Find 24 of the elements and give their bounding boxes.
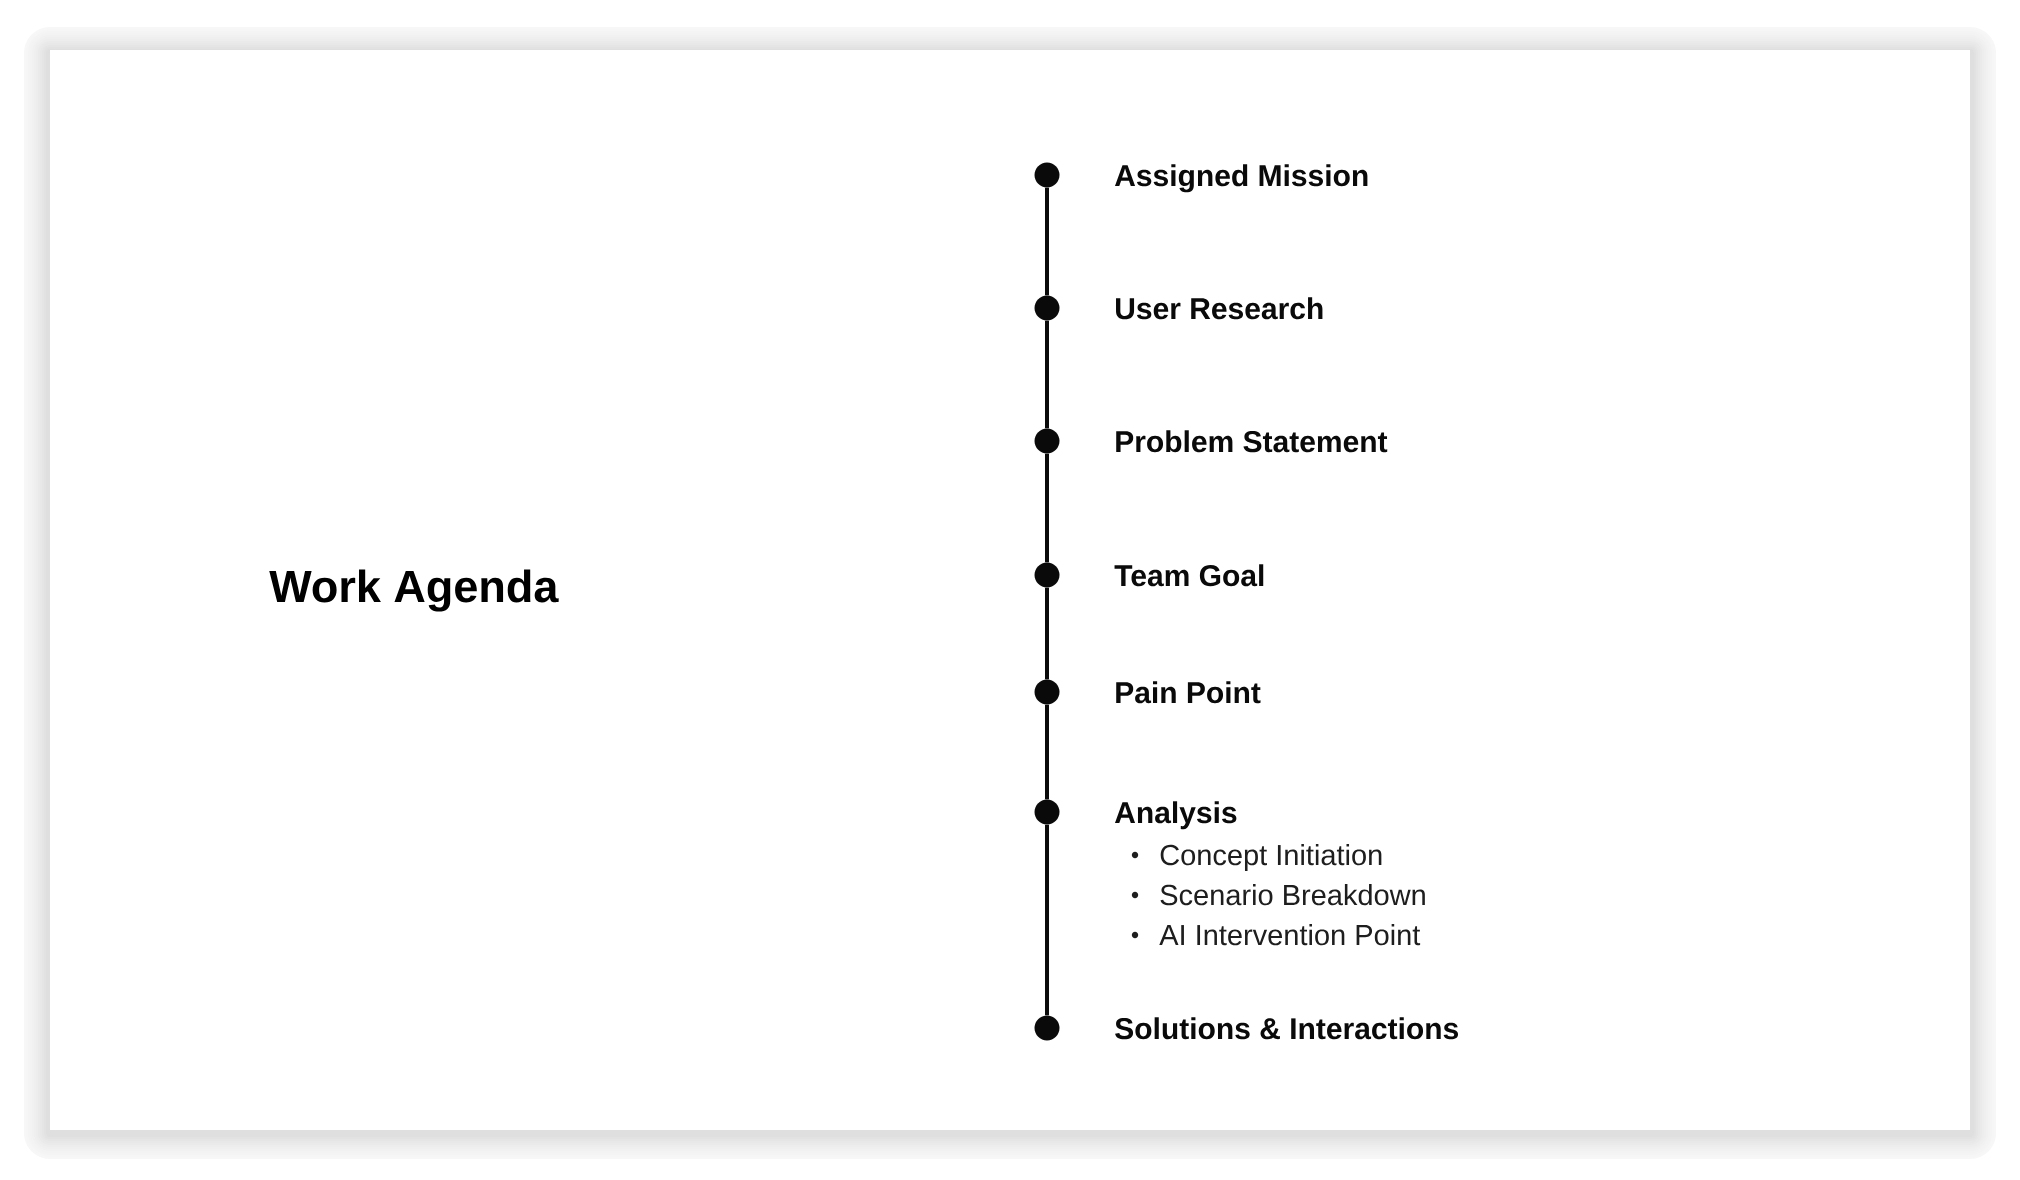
step-label: Team Goal (1114, 564, 1264, 587)
step-label: Solutions & Interactions (1115, 1017, 1458, 1040)
step-label: Pain Point (1116, 681, 1261, 704)
timeline-dot (1034, 428, 1060, 454)
timeline-line (1045, 320, 1049, 429)
timeline-line (1045, 187, 1049, 296)
timeline-dot (1034, 1015, 1060, 1041)
list-item: AI Intervention Point (1159, 924, 1421, 946)
timeline-dot (1034, 295, 1060, 321)
timeline-line (1045, 824, 1049, 1016)
timeline-line (1045, 704, 1049, 800)
timeline-dot (1034, 562, 1060, 588)
step-label: User Research (1116, 297, 1323, 320)
list-item: Concept Initiation (1160, 844, 1382, 872)
step-label: Analysis (1114, 801, 1237, 830)
list-item: Scenario Breakdown (1160, 884, 1425, 906)
timeline-line (1045, 587, 1049, 680)
timeline-dot (1034, 162, 1060, 188)
title: Work Agenda (269, 569, 559, 612)
step-label: Assigned Mission (1114, 164, 1368, 193)
timeline-line (1045, 453, 1049, 563)
timeline-dot (1034, 679, 1060, 705)
step-label: Problem Statement (1116, 430, 1388, 453)
timeline-dot (1034, 799, 1060, 825)
